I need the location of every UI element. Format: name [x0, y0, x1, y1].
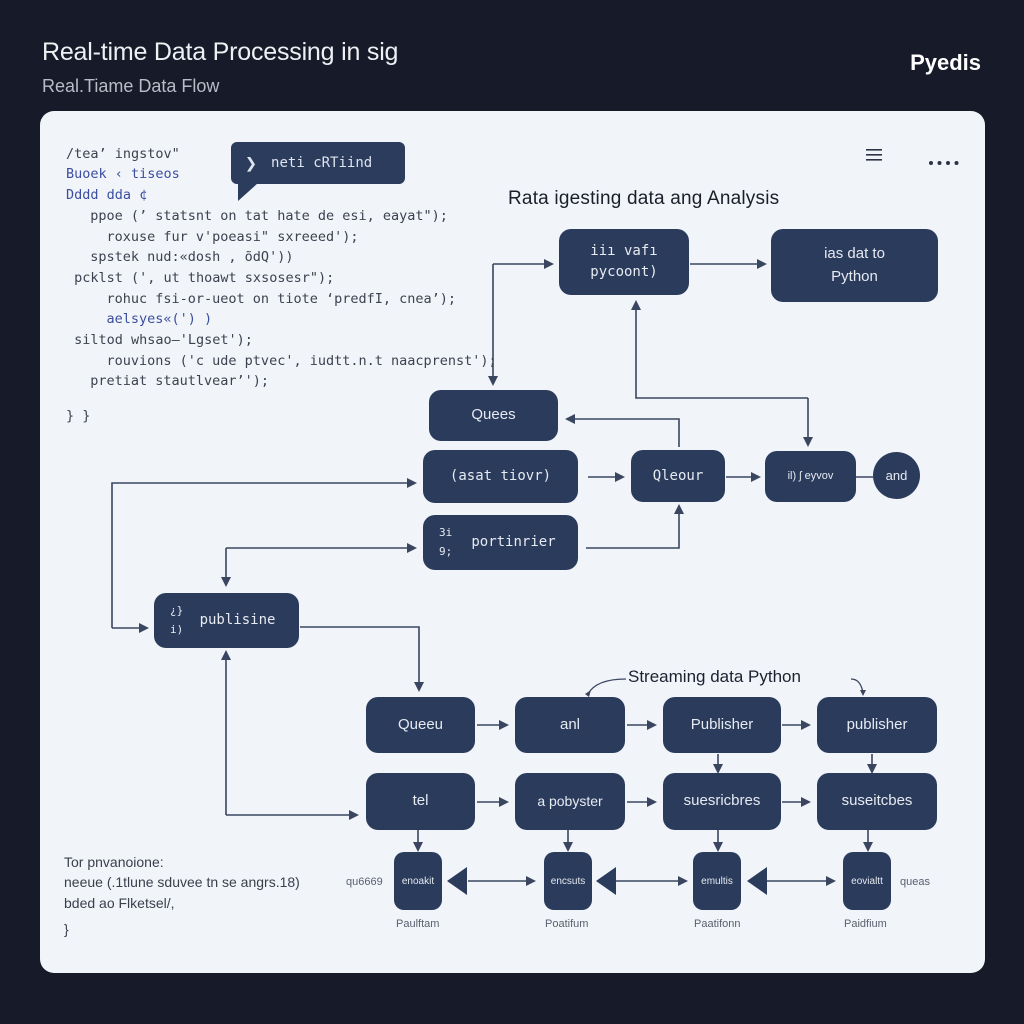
node-row3[interactable]: enoakit: [394, 852, 442, 910]
page-title: Real-time Data Processing in sig: [42, 38, 399, 66]
node-row1[interactable]: Queeu: [366, 697, 475, 753]
code-line: Buoek ‹ tiseos: [66, 166, 180, 182]
node-row3[interactable]: emultis: [693, 852, 741, 910]
node-label: pycoont): [590, 264, 658, 280]
node-label: ias dat to: [824, 245, 885, 262]
node-queue[interactable]: Quees: [429, 390, 558, 441]
row3-right-label: queas: [900, 876, 930, 888]
node-data-to-python[interactable]: ias dat to Python: [771, 229, 938, 302]
stream-label: Streaming data Python: [628, 667, 801, 686]
node-row2[interactable]: suesricbres: [663, 773, 781, 830]
node-row2[interactable]: a pobyster: [515, 773, 625, 830]
node-row3[interactable]: eovialtt: [843, 852, 891, 910]
notes-block: Tor pnvanoione: neeue (.1tlune sduvee tn…: [64, 852, 300, 939]
node-qleour[interactable]: Qleour: [631, 450, 725, 502]
code-line: } }: [66, 408, 91, 424]
node-end[interactable]: and: [873, 452, 920, 499]
node-label: Python: [831, 267, 878, 285]
brand-logo[interactable]: Pyedis: [910, 50, 981, 75]
node-row1[interactable]: Publisher: [663, 697, 781, 753]
platform-label: Paidfium: [844, 918, 887, 930]
node-action[interactable]: (asat tiovr): [423, 450, 578, 503]
tooltip-text: neti cRTiind: [271, 155, 373, 171]
chevron-right-icon: ❯: [245, 151, 258, 175]
platform-label: Paulftam: [396, 918, 440, 930]
platform-label: Paatifonn: [694, 918, 741, 930]
node-label: iiı vafı: [590, 243, 658, 259]
node-ingest-source[interactable]: iiı vafı pycoont): [559, 229, 689, 295]
page-subtitle: Real.Tiame Data Flow: [42, 76, 220, 96]
command-tooltip[interactable]: ❯ neti cRTiind: [231, 142, 405, 184]
code-line: aelsyes«(') ): [74, 311, 213, 327]
code-line: spstek nud:«dosh , õdQ')): [74, 249, 294, 265]
row3-left-label: qu6669: [346, 876, 383, 888]
code-line: ppoe (’ statsnt on tat hate de esi, eaya…: [74, 208, 448, 224]
node-python-output[interactable]: il) ʃ eyvov: [765, 451, 856, 502]
diagram-title: Rata igesting data ang Analysis: [508, 188, 780, 209]
code-line: rohuc fsi-or-ueot on tiote ‘predfI, cnea…: [74, 291, 457, 307]
code-line: pcklst (', ut thoawt sxsosesr");: [66, 270, 335, 286]
notes-line: Tor pnvanoione:: [64, 854, 164, 870]
notes-line: neeue (.1tlune sduvee tn se angrs.18): [64, 874, 300, 891]
node-label: portinrier: [471, 534, 556, 550]
node-row2[interactable]: suseitcbes: [817, 773, 937, 830]
node-side-label: ¿}i): [170, 603, 184, 636]
code-line: roxuse fur v'poeasi" sxreeed');: [74, 229, 359, 245]
tooltip-tail: [238, 183, 258, 201]
node-row1[interactable]: publisher: [817, 697, 937, 753]
notes-line: bded ao Flketsel/,: [64, 894, 175, 911]
hamburger-menu-icon[interactable]: [866, 148, 882, 167]
node-row3[interactable]: encsuts: [544, 852, 592, 910]
code-line: /tea’ ingstov": [66, 146, 180, 162]
more-options-icon[interactable]: [928, 153, 960, 171]
notes-line: }: [64, 920, 69, 937]
code-line: Dddd dda ¢: [66, 187, 148, 203]
code-line: pretiat stautlvear’');: [74, 373, 270, 389]
code-line: rouvions ('c ude ptvec', iudtt.n.t naacp…: [74, 353, 497, 369]
platform-label: Poatifum: [545, 918, 589, 930]
node-row1[interactable]: anl: [515, 697, 625, 753]
node-label: publisine: [199, 612, 276, 628]
code-line: siltod whsao—'Lgset');: [66, 332, 253, 348]
node-publisher[interactable]: ¿}i) publisine: [154, 593, 299, 648]
node-row2[interactable]: tel: [366, 773, 475, 830]
